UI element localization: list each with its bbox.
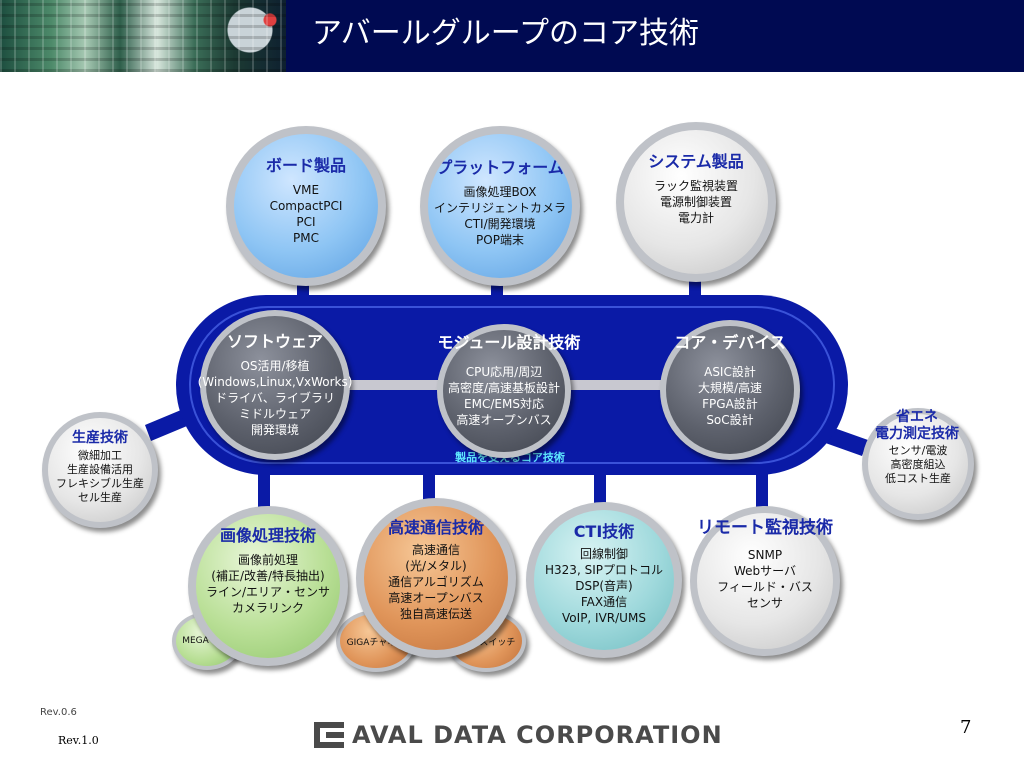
- high-speed-comm-circle: 高速通信技術 高速通信 (光/メタル) 通信アルゴリズム 高速オープンバス 独自…: [364, 506, 508, 650]
- platform-circle: プラットフォーム 画像処理BOX インテリジェントカメラ CTI/開発環境 PO…: [428, 134, 572, 278]
- revision: Rev.1.0: [58, 734, 99, 747]
- cti-title: CTI技術: [573, 522, 635, 541]
- board-products-title: ボード製品: [265, 156, 346, 175]
- header-bar: アバールグループのコア技術: [0, 0, 1024, 72]
- production-lines: 微細加工 生産設備活用 フレキシブル生産 セル生産: [56, 449, 144, 504]
- cti-circle: CTI技術 回線制御 H323, SIPプロトコル DSP(音声) FAX通信 …: [534, 510, 674, 650]
- software-title: ソフトウェア: [226, 332, 323, 351]
- production-circle: 生産技術 微細加工 生産設備活用 フレキシブル生産 セル生産: [48, 418, 152, 522]
- image-processing-title: 画像処理技術: [219, 526, 316, 545]
- remote-monitoring-circle: SNMP Webサーバ フィールド・バス センサ: [697, 513, 833, 649]
- module-design-lines: CPU応用/周辺 高密度/高速基板設計 EMC/EMS対応 高速オープンバス: [447, 365, 561, 427]
- revision-small: Rev.0.6: [40, 707, 77, 718]
- high-speed-comm-lines: 高速通信 (光/メタル) 通信アルゴリズム 高速オープンバス 独自高速伝送: [388, 543, 484, 621]
- energy-lines: センサ/電波 高密度組込 低コスト生産: [885, 444, 951, 485]
- energy-circle: センサ/電波 高密度組込 低コスト生産: [868, 414, 968, 514]
- image-processing-lines: 画像前処理 (補正/改善/特長抽出) ライン/エリア・センサ カメラリンク: [205, 553, 331, 615]
- core-device-title: コア・デバイス: [674, 333, 786, 352]
- production-title: 生産技術: [72, 430, 128, 446]
- platform-title: プラットフォーム: [436, 158, 564, 177]
- company-logo: AVAL DATA CORPORATION: [314, 719, 723, 751]
- page-number: 7: [960, 717, 972, 738]
- remote-monitoring-title: リモート監視技術: [697, 518, 833, 538]
- image-processing-circle: 画像処理技術 画像前処理 (補正/改善/特長抽出) ライン/エリア・センサ カメ…: [196, 514, 340, 658]
- system-products-circle: システム製品 ラック監視装置 電源制御装置 電力計: [624, 130, 768, 274]
- system-products-title: システム製品: [648, 152, 744, 171]
- high-speed-comm-title: 高速通信技術: [387, 518, 484, 537]
- energy-title: 省エネ 電力測定技術: [875, 409, 959, 442]
- cti-lines: 回線制御 H323, SIPプロトコル DSP(音声) FAX通信 VoIP, …: [545, 547, 663, 625]
- header-photo: [0, 0, 286, 72]
- module-design-title: モジュール設計技術: [437, 333, 581, 352]
- system-products-lines: ラック監視装置 電源制御装置 電力計: [653, 179, 738, 225]
- board-products-lines: VME CompactPCI PCI PMC: [269, 183, 343, 245]
- core-device-lines: ASIC設計 大規模/高速 FPGA設計 SoC設計: [697, 365, 763, 427]
- software-circle: ソフトウェア OS活用/移植 (Windows,Linux,VxWorks) ド…: [198, 316, 352, 454]
- software-lines: OS活用/移植 (Windows,Linux,VxWorks) ドライバ、ライブ…: [197, 359, 353, 437]
- remote-monitoring-lines: SNMP Webサーバ フィールド・バス センサ: [717, 548, 813, 610]
- company-logo-text: AVAL DATA CORPORATION: [352, 721, 723, 749]
- slide-title: アバールグループのコア技術: [312, 16, 699, 51]
- core-band-highlight: [189, 306, 835, 464]
- core-device-circle: ASIC設計 大規模/高速 FPGA設計 SoC設計: [666, 326, 794, 454]
- board-products-circle: ボード製品 VME CompactPCI PCI PMC: [234, 134, 378, 278]
- company-logo-icon: [314, 722, 344, 748]
- module-design-circle: CPU応用/周辺 高密度/高速基板設計 EMC/EMS対応 高速オープンバス: [443, 330, 565, 452]
- platform-lines: 画像処理BOX インテリジェントカメラ CTI/開発環境 POP端末: [433, 185, 566, 247]
